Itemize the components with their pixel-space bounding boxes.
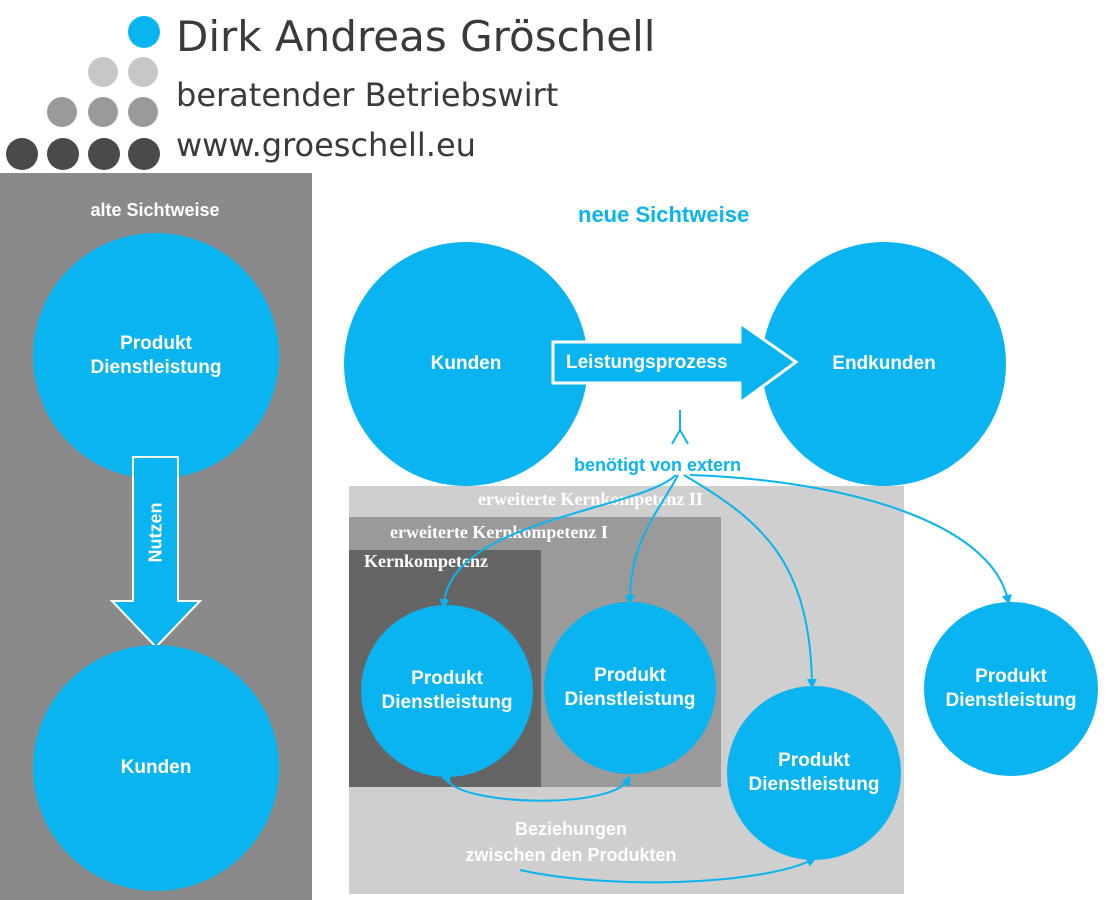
product-circle-external: Produkt Dienstleistung (924, 602, 1098, 776)
circle-label: Produkt (778, 750, 850, 771)
logo-dot (128, 138, 160, 170)
relations-label-line: zwischen den Produkten (465, 845, 677, 865)
circle-label: Produkt (120, 333, 192, 354)
circle-label: Dienstleistung (381, 692, 513, 713)
circle-label: Endkunden (832, 353, 936, 374)
relations-label: Beziehungen zwischen den Produkten (440, 816, 702, 868)
process-arrow-label: Leistungsprozess (566, 352, 728, 373)
kunden-circle: Kunden (344, 242, 588, 486)
circle-label: Dienstleistung (564, 689, 696, 710)
external-stem (671, 429, 689, 445)
relation-arrow (441, 773, 631, 802)
external-label: benötigt von extern (574, 455, 742, 475)
zone-core-label: Kernkompetenz (364, 551, 488, 571)
logo-dot (128, 57, 158, 87)
logo-dot (88, 97, 118, 127)
header-name: Dirk Andreas Gröschell (176, 12, 656, 61)
zone-extended-ii-label: erweiterte Kernkompetenz II (478, 489, 703, 509)
logo-dot (47, 138, 79, 170)
header-subtitle: beratender Betriebswirt (176, 76, 559, 114)
circle-label: Dienstleistung (90, 357, 222, 378)
logo-dot (88, 138, 120, 170)
product-circle-extended-ii: Produkt Dienstleistung (727, 686, 901, 860)
endkunden-circle: Endkunden (762, 242, 1006, 486)
logo-dot-accent (128, 16, 160, 48)
right-panel-title: neue Sichtweise (578, 202, 750, 227)
circle-label: Kunden (120, 757, 192, 778)
circle-label: Dienstleistung (945, 690, 1077, 711)
circle-label: Produkt (594, 665, 666, 686)
nutzen-arrow (109, 456, 203, 649)
connector-arrow (689, 474, 1012, 605)
left-kunden-circle: Kunden (33, 645, 279, 891)
process-arrow (551, 320, 799, 406)
connector-arrow (439, 474, 677, 609)
connector-arrow (625, 474, 679, 605)
connector-arrow (683, 474, 817, 689)
relations-label-line: Beziehungen (514, 819, 627, 839)
circle-label: Kunden (430, 353, 502, 374)
header-website: www.groeschell.eu (176, 126, 476, 164)
left-product-circle: Produkt Dienstleistung (33, 233, 279, 479)
circle-label: Produkt (411, 668, 483, 689)
logo-dot (6, 138, 38, 170)
logo-dot (128, 97, 158, 127)
zone-extended-i-label: erweiterte Kernkompetenz I (390, 522, 608, 542)
left-panel-title: alte Sichtweise (90, 200, 220, 220)
product-circle-extended-i: Produkt Dienstleistung (544, 602, 716, 774)
relation-arrow (519, 857, 817, 884)
circle-label: Dienstleistung (748, 774, 880, 795)
product-circle-core: Produkt Dienstleistung (361, 605, 533, 777)
logo-dot (88, 57, 118, 87)
circle-label: Produkt (975, 666, 1047, 687)
logo-dot (47, 97, 77, 127)
